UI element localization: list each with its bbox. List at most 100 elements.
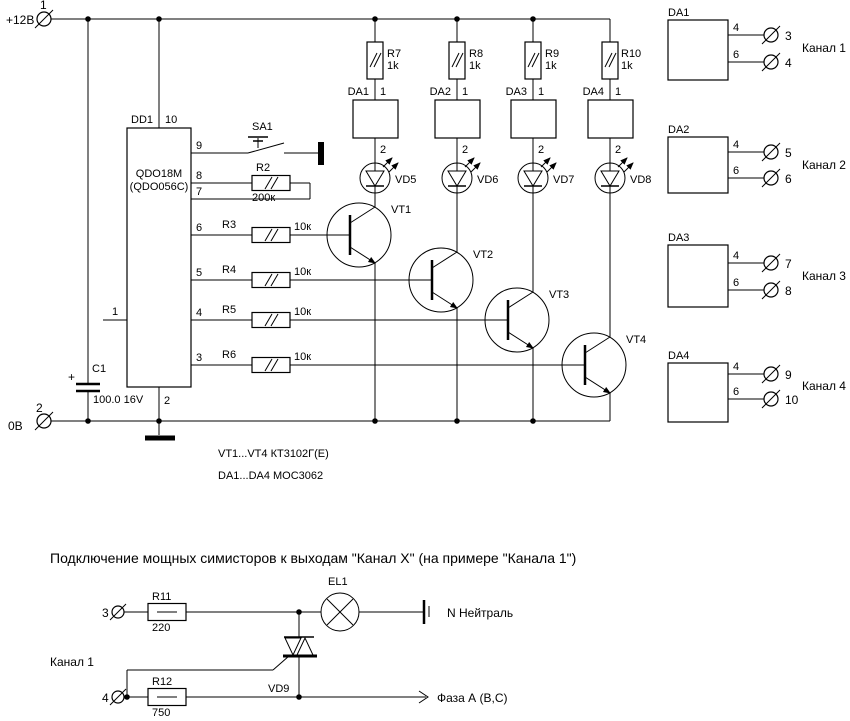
resistor-r8-value: 1k [469, 60, 481, 72]
output-block-da1: DA1 4 6 3 4 Канал 1 [667, 7, 846, 81]
resistor-r11-value: 220 [152, 622, 170, 634]
chip-pin7-number: 7 [196, 186, 202, 198]
output-da3-pin6: 6 [733, 277, 739, 289]
chip-pin3-number: 3 [196, 352, 202, 364]
terminal2-number: 2 [36, 401, 43, 415]
terminal1-label: +12В [6, 13, 34, 27]
opto-da3-pin2: 2 [538, 144, 544, 156]
output-da1-terminal-b: 4 [785, 56, 792, 70]
section-caption: Подключение мощных симисторов к выходам … [50, 550, 576, 566]
led-vd8-ref: VD8 [630, 174, 651, 186]
driver-channel-4: R10 1k DA4 1 2 VD8 VT4 [561, 19, 651, 421]
chip-pin2-number: 2 [164, 395, 170, 407]
output-da2-terminal-a: 5 [785, 146, 792, 160]
opto-da1-pin2: 2 [380, 144, 386, 156]
resistor-r5-value: 10к [294, 306, 311, 318]
output-da4-terminal-b: 10 [785, 393, 799, 407]
transistor-vt2-ref: VT2 [473, 249, 493, 261]
output-da4-pin4: 4 [733, 361, 739, 373]
resistor-r6-ref: R6 [222, 349, 236, 361]
neutral-terminal: N Нейтраль [422, 600, 513, 624]
switch-sa1: SA1 [191, 121, 324, 165]
resistor-r8-ref: R8 [469, 48, 483, 60]
output-da3-pin4: 4 [733, 250, 739, 262]
resistor-r10-value: 1k [621, 60, 633, 72]
lamp-el1-ref: EL1 [328, 576, 348, 588]
resistor-r5-ref: R5 [222, 304, 236, 316]
transistor-vt1-ref: VT1 [391, 204, 411, 216]
base-resistor-row-r3: 6 R3 10к [191, 219, 327, 244]
opto-da1-ref: DA1 [348, 86, 369, 98]
resistor-r9-ref: R9 [545, 48, 559, 60]
resistor-r7-ref: R7 [387, 48, 401, 60]
transistor-vt3-ref: VT3 [549, 289, 569, 301]
led-vd6-ref: VD6 [477, 174, 498, 186]
transistor-vt4-ref: VT4 [626, 334, 646, 346]
triac-connection-example: Подключение мощных симисторов к выходам … [50, 550, 576, 719]
chip-pin10-number: 10 [165, 114, 177, 126]
led-vd8: VD8 [594, 157, 651, 194]
output-da1-pin6: 6 [733, 49, 739, 61]
chip-pin8-number: 8 [196, 170, 202, 182]
output-da2-pin6: 6 [733, 165, 739, 177]
output-da2-terminal-b: 6 [785, 172, 792, 186]
terminal-plus12v: 1 +12В [6, 0, 54, 29]
chip-name-line2: (QDO056C) [130, 181, 189, 193]
output-da1-ref: DA1 [668, 7, 689, 19]
resistor-r7-value: 1k [387, 60, 399, 72]
led-vd5: VD5 [359, 157, 416, 194]
terminal2-label: 0В [8, 419, 23, 433]
neutral-label: N Нейтраль [447, 606, 513, 620]
resistor-r12-ref: R12 [152, 676, 172, 688]
chip-name-line1: QDO18M [136, 168, 182, 180]
base-resistor-row-r6: 3 R6 10к [191, 349, 562, 374]
opto-da4-ref: DA4 [583, 86, 604, 98]
resistor-r3-ref: R3 [222, 219, 236, 231]
output-da3-terminal-b: 8 [785, 284, 792, 298]
output-da1-terminal-a: 3 [785, 29, 792, 43]
opto-da4-pin1: 1 [615, 86, 621, 98]
capacitor-ref: C1 [92, 363, 106, 375]
note-optocouplers: DA1...DA4 MOC3062 [218, 470, 323, 482]
chip-ref: DD1 [131, 114, 153, 126]
output-da3-ref: DA3 [668, 232, 689, 244]
component-notes: VT1...VT4 КТ3102Г(Е) DA1...DA4 MOC3062 [218, 448, 329, 482]
resistor-r4-value: 10к [294, 266, 311, 278]
resistor-r10-ref: R10 [621, 48, 641, 60]
output-block-da4: DA4 4 6 9 10 Канал 4 [667, 350, 846, 423]
resistor-r11: R11 220 [124, 591, 321, 634]
terminal-3-number: 3 [102, 606, 109, 620]
opto-da2-pin2: 2 [462, 144, 468, 156]
chip-pin6-number: 6 [196, 222, 202, 234]
output-da4-terminal-a: 9 [785, 368, 792, 382]
output-da4-ref: DA4 [668, 350, 689, 362]
terminal1-number: 1 [40, 0, 47, 12]
resistor-r3-value: 10к [294, 221, 311, 233]
resistor-r2-value: 200к [252, 192, 275, 204]
switch-ref: SA1 [252, 121, 273, 133]
capacitor-c1: + C1 100.0 16V [68, 363, 144, 406]
output-da4-pin6: 6 [733, 386, 739, 398]
phase-label: Фаза А (В,С) [437, 691, 508, 705]
chip-dd1: DD1 10 QDO18M (QDO056C) 1 2 9 8 7 [103, 114, 202, 407]
capacitor-plus-sign: + [68, 370, 75, 384]
terminal-0v: 2 0В [8, 401, 54, 433]
opto-da2-ref: DA2 [430, 86, 451, 98]
output-da3-terminal-a: 7 [785, 257, 792, 271]
output-block-da2: DA2 4 6 5 6 Канал 2 [667, 124, 846, 194]
opto-da1-pin1: 1 [380, 86, 386, 98]
opto-da2-pin1: 1 [462, 86, 468, 98]
chip-pin4-number: 4 [196, 307, 202, 319]
terminal-4-number: 4 [102, 691, 109, 705]
driver-channel-1: R7 1k DA1 1 2 VD5 VT1 [326, 19, 416, 421]
channel-3-label: Канал 3 [802, 269, 846, 283]
output-block-da3: DA3 4 6 7 8 Канал 3 [667, 232, 846, 308]
triac-vd9: VD9 [126, 612, 317, 697]
led-vd6: VD6 [441, 157, 498, 194]
opto-da3-ref: DA3 [506, 86, 527, 98]
driver-channel-3: R9 1k DA3 1 2 VD7 VT3 [484, 19, 574, 421]
transistor-vt4: VT4 [561, 332, 646, 398]
output-da1-pin4: 4 [733, 22, 739, 34]
base-resistor-row-r4: 5 R4 10к [191, 264, 409, 289]
